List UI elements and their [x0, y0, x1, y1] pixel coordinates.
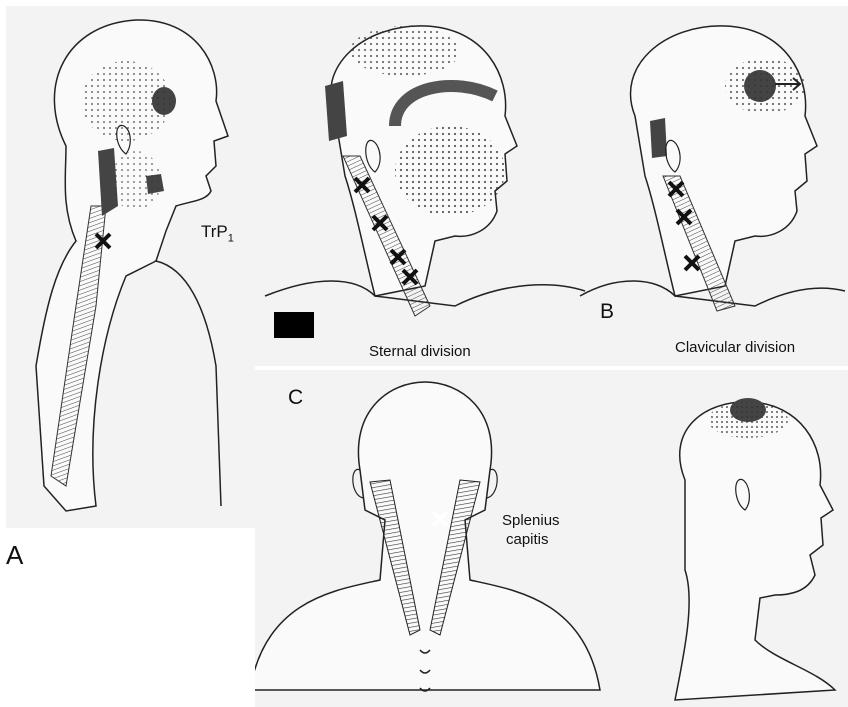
stipple-zone-neck-a [111, 151, 161, 211]
redaction-box [274, 312, 314, 338]
panel-b: Sternal division B Clavicular division [255, 6, 848, 366]
panel-c-illustration [255, 370, 848, 707]
shoulder-contour-a [156, 261, 221, 506]
panel-a-illustration [6, 6, 255, 528]
stipple-zone-a [81, 61, 171, 141]
muscle-label-line2: capitis [506, 531, 549, 548]
stipple-vertex-c [708, 402, 788, 438]
trp-subscript: 1 [228, 232, 234, 244]
panel-b-illustration [255, 6, 848, 366]
head-side-c [675, 402, 835, 700]
stipple-cheek-sternal [395, 126, 505, 216]
trp-label: TrP1 [201, 222, 234, 244]
panel-c: C Splenius capitis [255, 370, 848, 707]
panel-a-letter: A [6, 540, 23, 571]
stipple-forehead-clavicular [725, 58, 805, 114]
stipple-top-sternal [350, 26, 460, 76]
panel-a: TrP1 [6, 6, 255, 528]
caption-clavicular: Clavicular division [675, 339, 795, 356]
muscle-label-line1: Splenius [502, 512, 560, 529]
pain-zone-ear-clavicular [650, 118, 667, 158]
panel-b-letter: B [600, 300, 614, 324]
caption-sternal: Sternal division [369, 343, 471, 360]
panel-c-letter: C [288, 386, 303, 410]
